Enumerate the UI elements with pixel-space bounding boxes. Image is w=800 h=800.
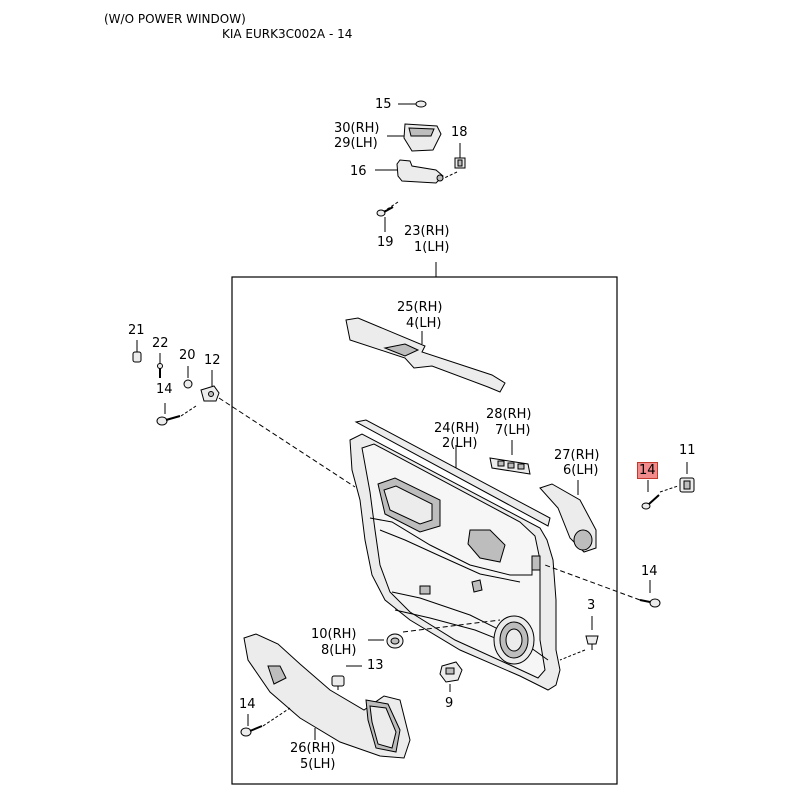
callout-18: 18 xyxy=(451,125,468,140)
callout-6: 6(LH) xyxy=(563,463,599,478)
callout-23: 23(RH) xyxy=(404,224,450,239)
part-14-screw-bottom xyxy=(240,707,291,737)
callout-25: 25(RH) xyxy=(397,300,443,315)
callout-11: 11 xyxy=(679,443,696,458)
part-18-clip xyxy=(439,143,466,181)
callout-13: 13 xyxy=(367,658,384,673)
callout-14-bottom: 14 xyxy=(239,697,256,712)
callout-14-highlighted[interactable]: 14 xyxy=(637,462,658,479)
part-12-bracket xyxy=(200,370,356,488)
callout-7: 7(LH) xyxy=(495,423,531,438)
part-30-handle-cup xyxy=(387,123,442,152)
callout-20: 20 xyxy=(179,348,196,363)
callout-2: 2(LH) xyxy=(442,436,478,451)
part-20-nut xyxy=(183,366,193,389)
callout-21: 21 xyxy=(128,323,145,338)
part-16-bracket xyxy=(375,159,444,184)
part-10-grommet xyxy=(368,619,501,649)
diagram-code: KIA EURK3C002A - 14 xyxy=(222,27,353,41)
callout-1: 1(LH) xyxy=(414,240,450,255)
part-22-pin xyxy=(157,353,163,378)
callout-5: 5(LH) xyxy=(300,757,336,772)
callout-19: 19 xyxy=(377,235,394,250)
part-19-screw xyxy=(376,201,399,232)
callout-10: 10(RH) xyxy=(311,627,357,642)
callout-4: 4(LH) xyxy=(406,316,442,331)
part-14-screw-highlighted xyxy=(641,480,660,510)
part-15-cap xyxy=(398,100,427,108)
callout-15: 15 xyxy=(375,97,392,112)
part-21-plug xyxy=(132,340,142,363)
part-14-screw-right xyxy=(544,564,661,608)
part-26-lower-trim xyxy=(243,633,411,759)
callout-16: 16 xyxy=(350,164,367,179)
part-24-door-panel xyxy=(349,419,561,691)
callout-29: 29(LH) xyxy=(334,136,378,151)
callout-28: 28(RH) xyxy=(486,407,532,422)
callout-24: 24(RH) xyxy=(434,421,480,436)
part-28-switch-bezel xyxy=(489,440,531,475)
callout-26: 26(RH) xyxy=(290,741,336,756)
callout-27: 27(RH) xyxy=(554,448,600,463)
callout-14-right: 14 xyxy=(641,564,658,579)
part-25-trim-strip xyxy=(345,317,506,393)
callout-8: 8(LH) xyxy=(321,643,357,658)
assembly-frame xyxy=(231,276,618,785)
callout-30: 30(RH) xyxy=(334,121,380,136)
part-27-side-trim xyxy=(539,480,597,553)
callout-22: 22 xyxy=(152,336,169,351)
callout-12: 12 xyxy=(204,353,221,368)
callout-14-left: 14 xyxy=(156,382,173,397)
part-13-clip xyxy=(331,665,362,690)
part-11-clip xyxy=(659,462,695,493)
callout-9: 9 xyxy=(445,696,454,711)
part-3-push-clip xyxy=(559,616,599,661)
part-9-switch xyxy=(439,661,463,692)
part-14-screw-left xyxy=(156,403,197,426)
callout-3: 3 xyxy=(587,598,596,613)
diagram-title: (W/O POWER WINDOW) xyxy=(104,12,246,26)
